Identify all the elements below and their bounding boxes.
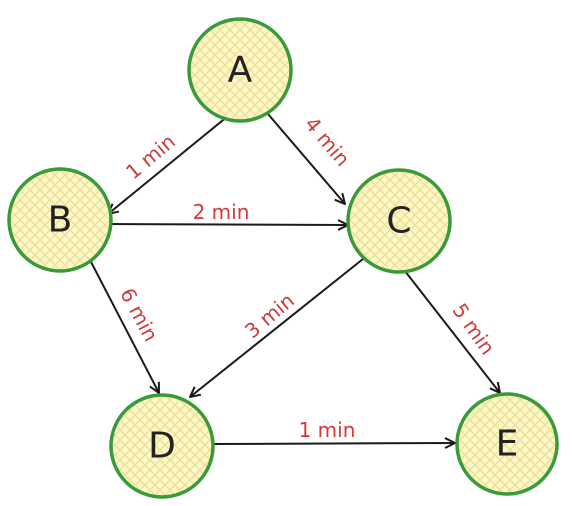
node-e: E (455, 392, 559, 496)
node-a-circle (187, 17, 293, 123)
node-c-label: C (386, 201, 411, 242)
node-a: A (187, 17, 293, 123)
node-c: C (346, 168, 452, 274)
edge-a-b (108, 115, 229, 214)
node-d: D (109, 393, 215, 499)
edge-d-e (212, 443, 455, 444)
edge-label-c-e: 5 min (448, 299, 500, 359)
edge-label-b-c: 2 min (193, 200, 250, 224)
edges (89, 113, 500, 444)
node-c-circle (346, 168, 452, 274)
node-d-label: D (148, 426, 176, 467)
edge-c-d (190, 254, 369, 397)
node-d-circle (109, 393, 215, 499)
edge-label-a-b: 1 min (121, 129, 180, 184)
node-b-label: B (48, 200, 73, 241)
node-a-label: A (228, 50, 253, 91)
edge-b-d (89, 259, 159, 393)
edge-a-c (267, 113, 345, 204)
nodes: A B C D E (7, 17, 559, 499)
edge-label-b-d: 6 min (115, 284, 163, 345)
node-b-circle (7, 167, 113, 273)
edge-c-e (400, 265, 500, 393)
node-b: B (7, 167, 113, 273)
node-e-label: E (496, 424, 519, 465)
node-e-circle (455, 392, 559, 496)
edge-b-c (109, 224, 348, 225)
edge-label-d-e: 1 min (299, 418, 356, 442)
